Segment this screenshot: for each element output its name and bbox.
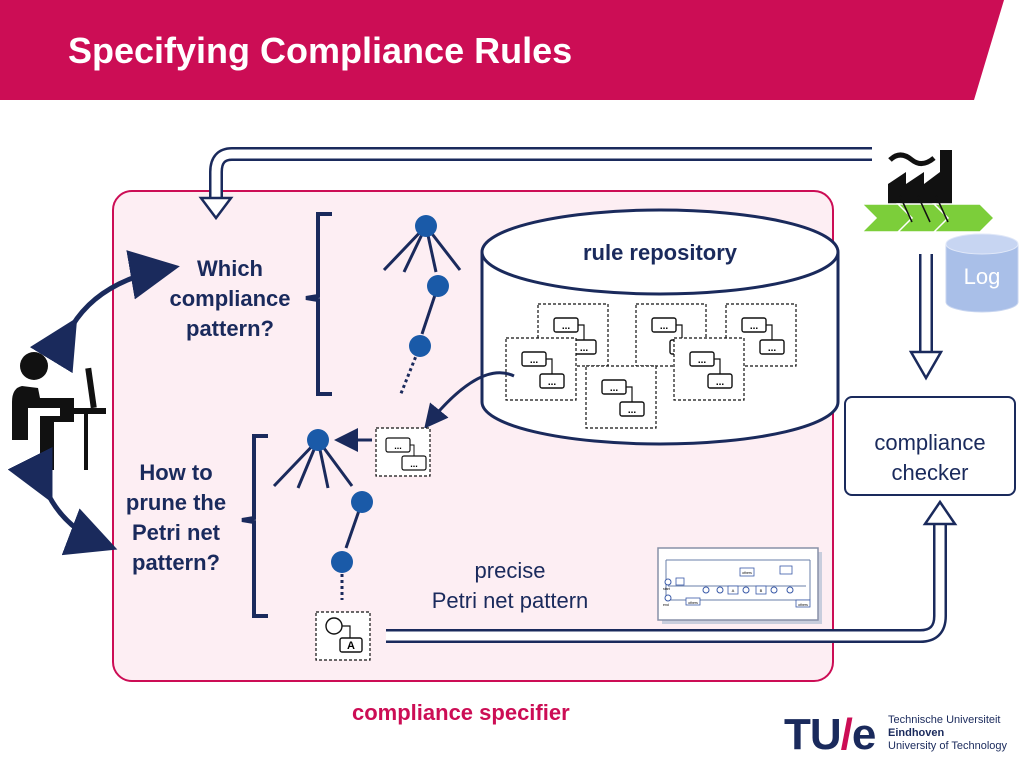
checker-line1: compliance [874,430,986,455]
tue-mark-tu: TU [784,710,842,759]
precise-line2: Petri net pattern [431,588,589,613]
checker-line2: checker [891,460,969,485]
process-chevrons [860,195,996,233]
question2-line4: pattern? [132,550,220,575]
pruned-fragment: A [315,611,371,661]
selected-fragment-text-2: ... [410,459,418,469]
question2-line3: Petri net [131,520,221,545]
question2-line1: How to [139,460,213,485]
question1-line2: compliance [169,286,291,311]
question-prune-pattern: How to prune the Petri net pattern? [106,458,246,578]
fragment-activity-text: ... [768,343,777,354]
thumb-label-others-1: others [688,601,698,605]
fragment-activity-text: ... [562,321,571,332]
fragment-activity-text: ... [580,343,589,354]
compliance-checker-label: compliance checker [844,428,1016,488]
pattern-to-checker-arrow [386,499,958,643]
user-question1-arrow [29,250,180,374]
fragment-activity-text: ... [750,321,759,332]
repository-fragment: ...... [585,365,657,429]
tue-university-name: Technische Universiteit Eindhoven Univer… [888,714,1007,753]
fragment-activity-text: ... [698,355,707,366]
petri-net-thumbnail: others A B others others start end [657,547,822,624]
rule-repository-label: rule repository [582,240,738,265]
feedback-arrow [198,147,872,221]
fragment-activity-text: ... [548,377,557,388]
repository-fragments: .................................... [505,303,797,429]
tue-name-line2: Eindhoven [888,727,945,739]
thumb-label-end: end [663,603,669,607]
tue-mark-slash: / [840,710,853,759]
bracket-top [305,212,332,396]
thumb-label-b: B [760,588,763,593]
compliance-specifier-label: compliance specifier [352,700,570,725]
precise-line1: precise [474,558,546,583]
fragment-activity-text: ... [530,355,539,366]
tue-name-line1: Technische Universiteit [888,714,1001,726]
thumb-label-a: A [732,588,735,593]
header-bar [0,0,1004,100]
fragment-activity-text: ... [716,377,725,388]
question1-line1: Which [197,256,263,281]
page-title: Specifying Compliance Rules [68,30,573,71]
precise-pattern-label: precise Petri net pattern [400,556,620,616]
pattern-tree-bottom [272,429,373,600]
user-icon [12,352,106,470]
pattern-tree-top [382,215,462,397]
thumb-label-others-3: others [798,603,808,607]
question1-line3: pattern? [186,316,274,341]
compliance-checker-box [844,396,1016,496]
thumb-label-start: start [663,587,670,591]
thumb-label-others-2: others [742,571,752,575]
bracket-bottom [241,434,268,618]
log-label: Log [963,264,1001,289]
log-cylinder [945,233,1019,313]
tue-name-line3: University of Technology [888,740,1008,752]
fragment-activity-text: ... [628,405,637,416]
fragment-activity-text: ... [610,383,619,394]
fragment-activity-text: ... [660,321,669,332]
selected-fragment-text-1: ... [394,441,402,451]
tue-mark-e: e [851,710,877,759]
repository-fragment: ...... [673,337,745,401]
question2-line2: prune the [125,490,227,515]
pruned-fragment-activity: A [347,640,355,652]
question-which-pattern: Which compliance pattern? [150,254,310,344]
tue-logo: TU/e [784,710,877,760]
repository-fragment: ...... [725,303,797,367]
log-to-checker-arrow [908,254,944,381]
factory-icon [880,140,958,212]
user-question2-arrow [7,447,118,556]
repository-fragment: ...... [505,337,577,401]
repository-to-fragment-arrow [424,371,515,429]
selected-fragment: ... ... [375,427,431,477]
